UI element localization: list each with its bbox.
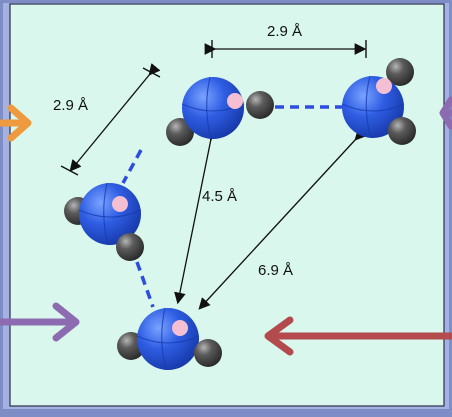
hydrogen-atom (116, 233, 144, 261)
center-dot (112, 196, 128, 212)
hydrogen-atom (246, 91, 274, 119)
oxygen-atom (182, 77, 244, 139)
measure-diagonal (198, 128, 367, 310)
label-left-distance: 2.9 Å (53, 97, 88, 114)
molecule-top-left (166, 76, 274, 146)
arrow-purple-right (439, 96, 452, 130)
hydrogen-atom (386, 58, 414, 86)
arrow-purple-bottom-left (0, 302, 80, 342)
hbond-left-bottom (135, 261, 155, 308)
label-middle-distance: 4.5 Å (202, 188, 237, 205)
center-dot (227, 93, 243, 109)
center-dot (376, 78, 392, 94)
arrow-orange-left (0, 104, 32, 142)
label-diagonal-distance: 6.9 Å (258, 262, 293, 279)
hydrogen-atom (166, 118, 194, 146)
measure-top (204, 40, 367, 58)
hydrogen-atom (194, 339, 222, 367)
molecule-bottom (117, 307, 222, 371)
arrow-red-right (264, 316, 452, 356)
hydrogen-atom (388, 117, 416, 145)
label-top-distance: 2.9 Å (267, 23, 302, 40)
molecule-top-right (341, 58, 416, 145)
measure-left (60, 63, 161, 176)
molecule-left (64, 182, 144, 261)
center-dot (172, 320, 188, 336)
